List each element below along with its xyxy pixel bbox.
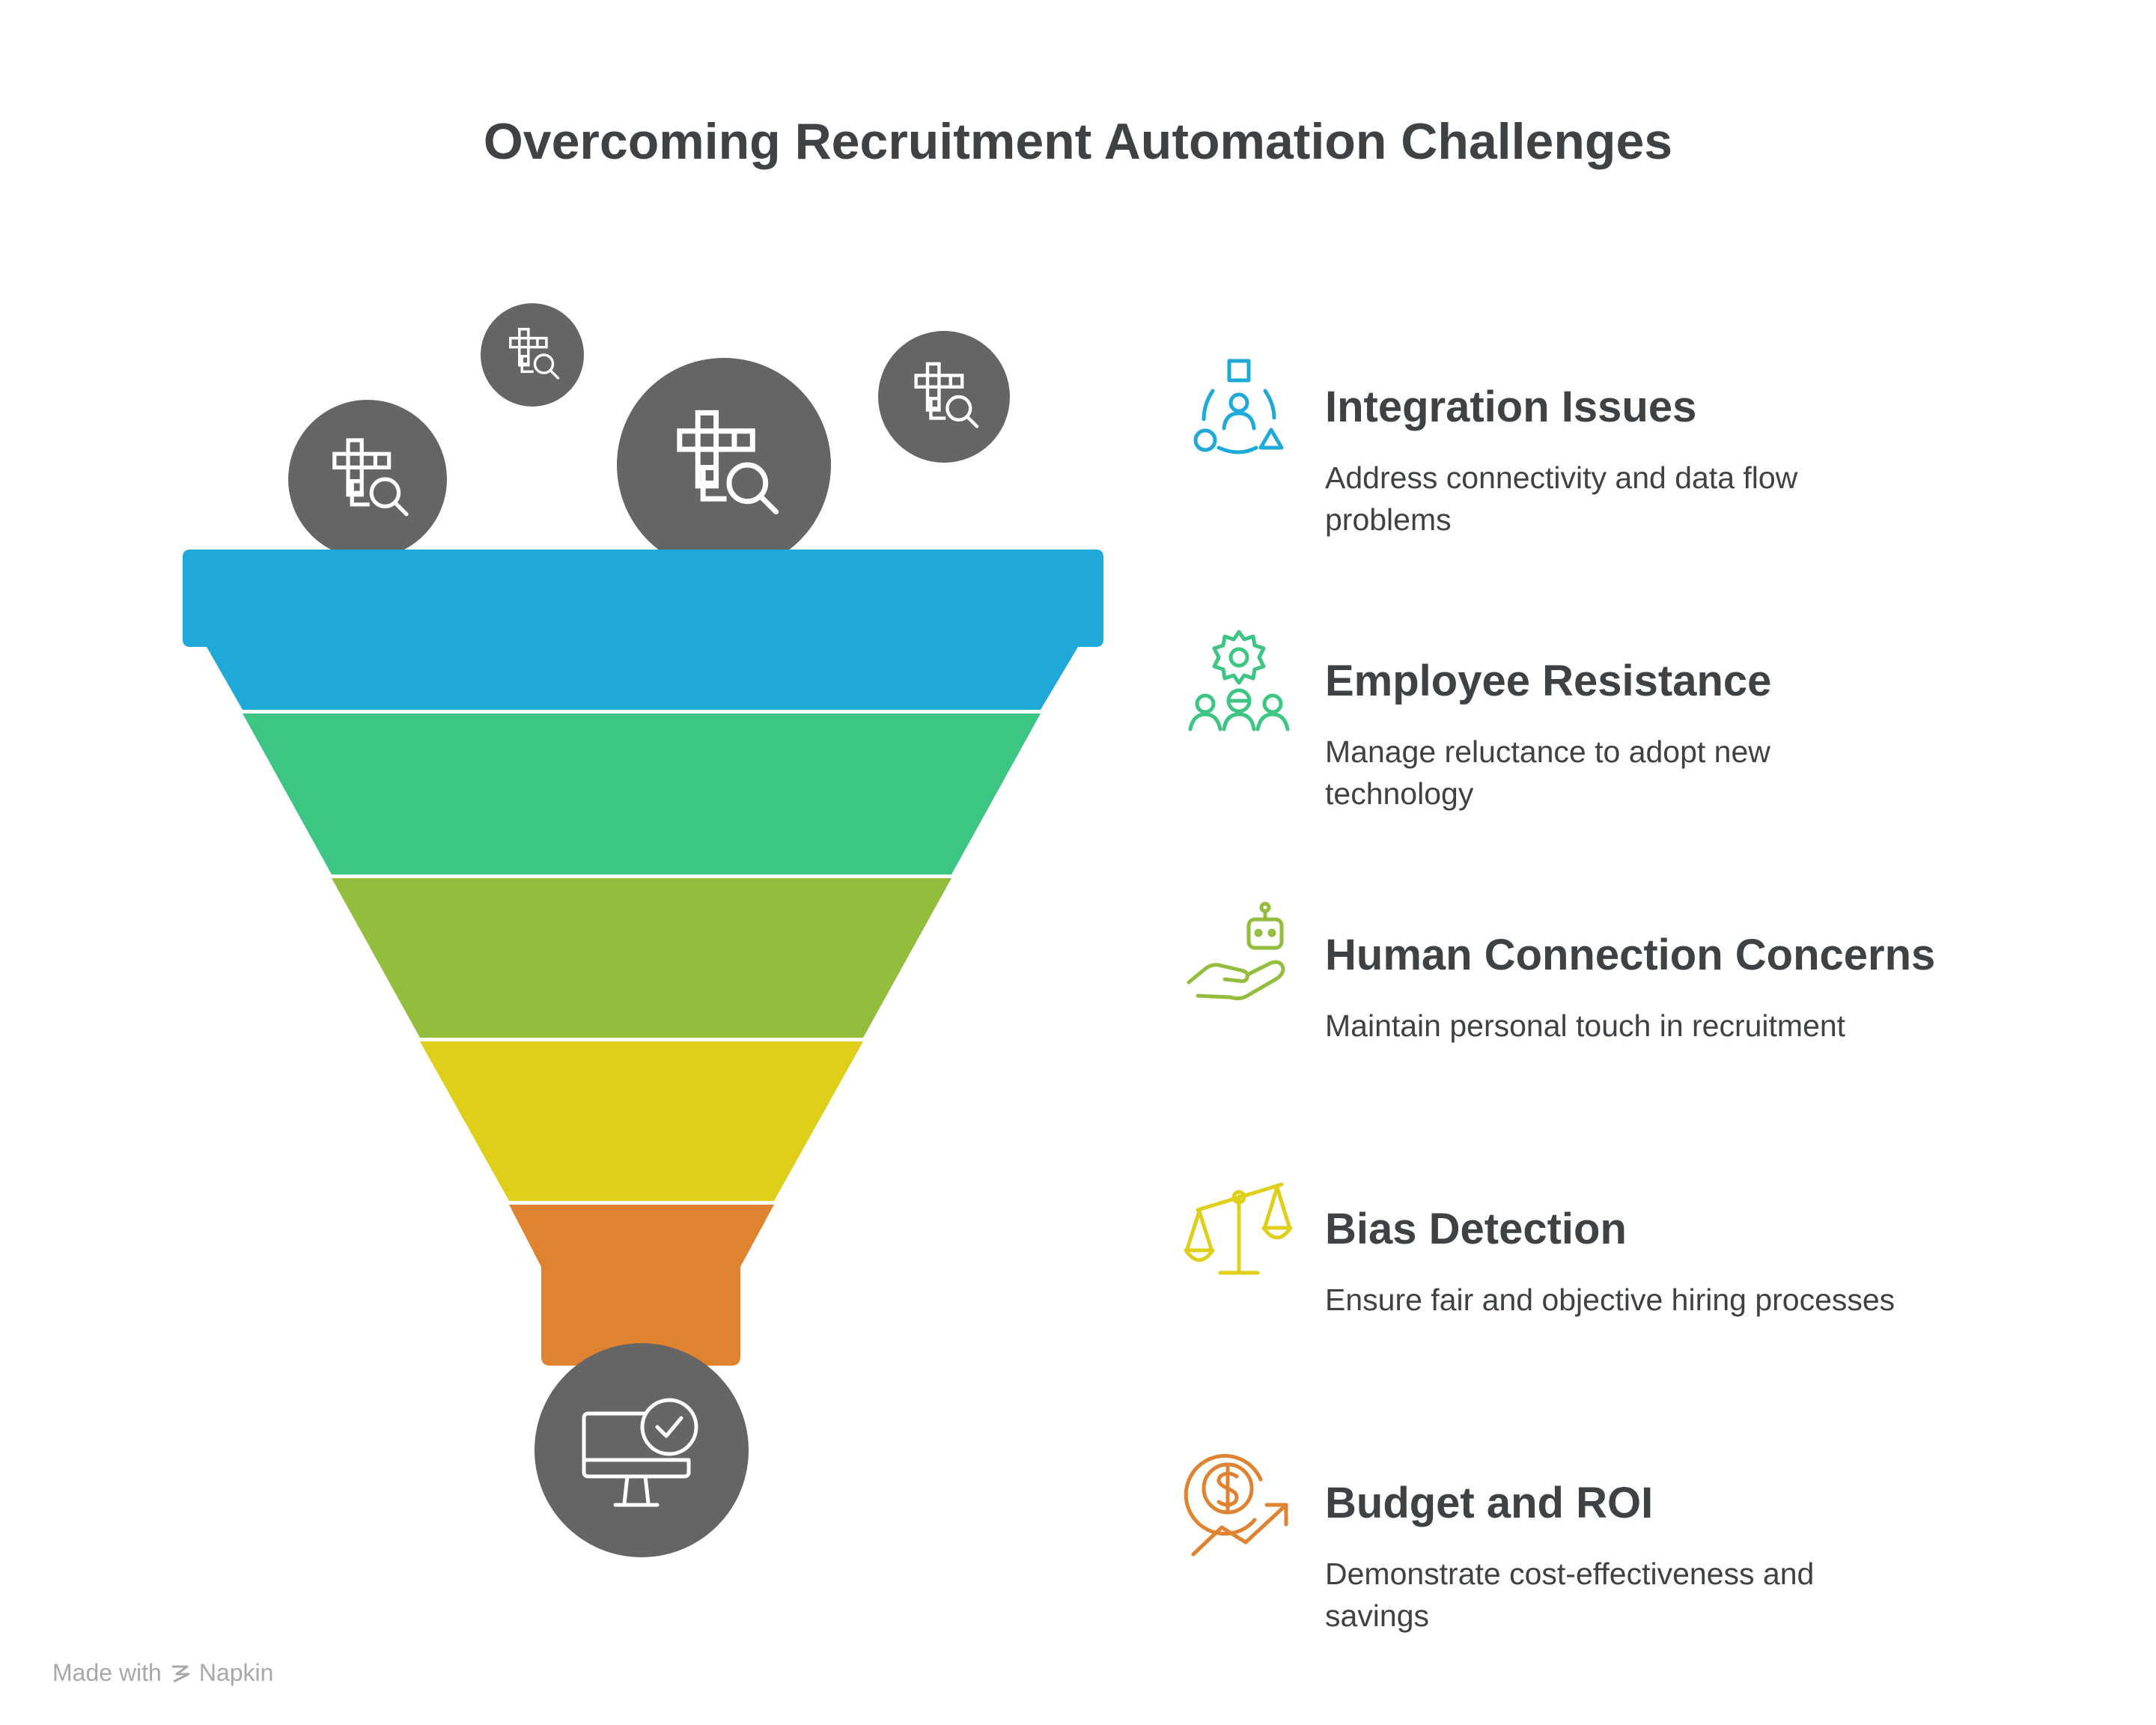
funnel-layer-2: [243, 714, 1041, 874]
funnel-layer-5: [509, 1205, 774, 1366]
challenge-description: Demonstrate cost-effectiveness and savin…: [1325, 1557, 1815, 1633]
made-with-label: Made with: [52, 1659, 162, 1686]
challenge-heading: Human Connection Concerns: [1325, 931, 1936, 979]
input-bubble-left: [288, 400, 447, 559]
input-bubble-small: [481, 303, 584, 407]
input-bubble-right: [878, 331, 1010, 463]
challenge-description: Ensure fair and objective hiring process…: [1325, 1283, 1895, 1317]
output-bubble: [535, 1343, 749, 1557]
balance-scale-icon: [1184, 1182, 1293, 1275]
challenge-description: Address connectivity and data flow probl…: [1325, 460, 1798, 537]
funnel-layer-4: [420, 1041, 863, 1201]
funnel-diagram: [183, 303, 1103, 1557]
footer-attribution: Made with Napkin: [52, 1659, 273, 1687]
challenge-description: Manage reluctance to adopt new technolog…: [1325, 734, 1770, 811]
challenge-heading: Integration Issues: [1325, 383, 1697, 431]
team-shapes-icon: [1193, 359, 1284, 454]
gear-people-icon: [1188, 630, 1290, 731]
challenge-heading: Budget and ROI: [1325, 1479, 1654, 1527]
napkin-brand-label[interactable]: Napkin: [198, 1659, 274, 1686]
page-title: Overcoming Recruitment Automation Challe…: [483, 113, 1673, 170]
funnel-layer-1: [183, 550, 1103, 710]
dollar-growth-icon: [1184, 1454, 1288, 1557]
challenge-heading: Employee Resistance: [1325, 657, 1772, 705]
napkin-logo-icon: [171, 1665, 190, 1682]
robot-hand-icon: [1187, 901, 1285, 1001]
monitor-check-icon: [582, 1398, 698, 1507]
input-bubble-large: [617, 358, 831, 572]
funnel-layer-3: [332, 878, 951, 1038]
challenge-heading: Bias Detection: [1325, 1205, 1627, 1253]
challenge-description: Maintain personal touch in recruitment: [1325, 1008, 1846, 1043]
